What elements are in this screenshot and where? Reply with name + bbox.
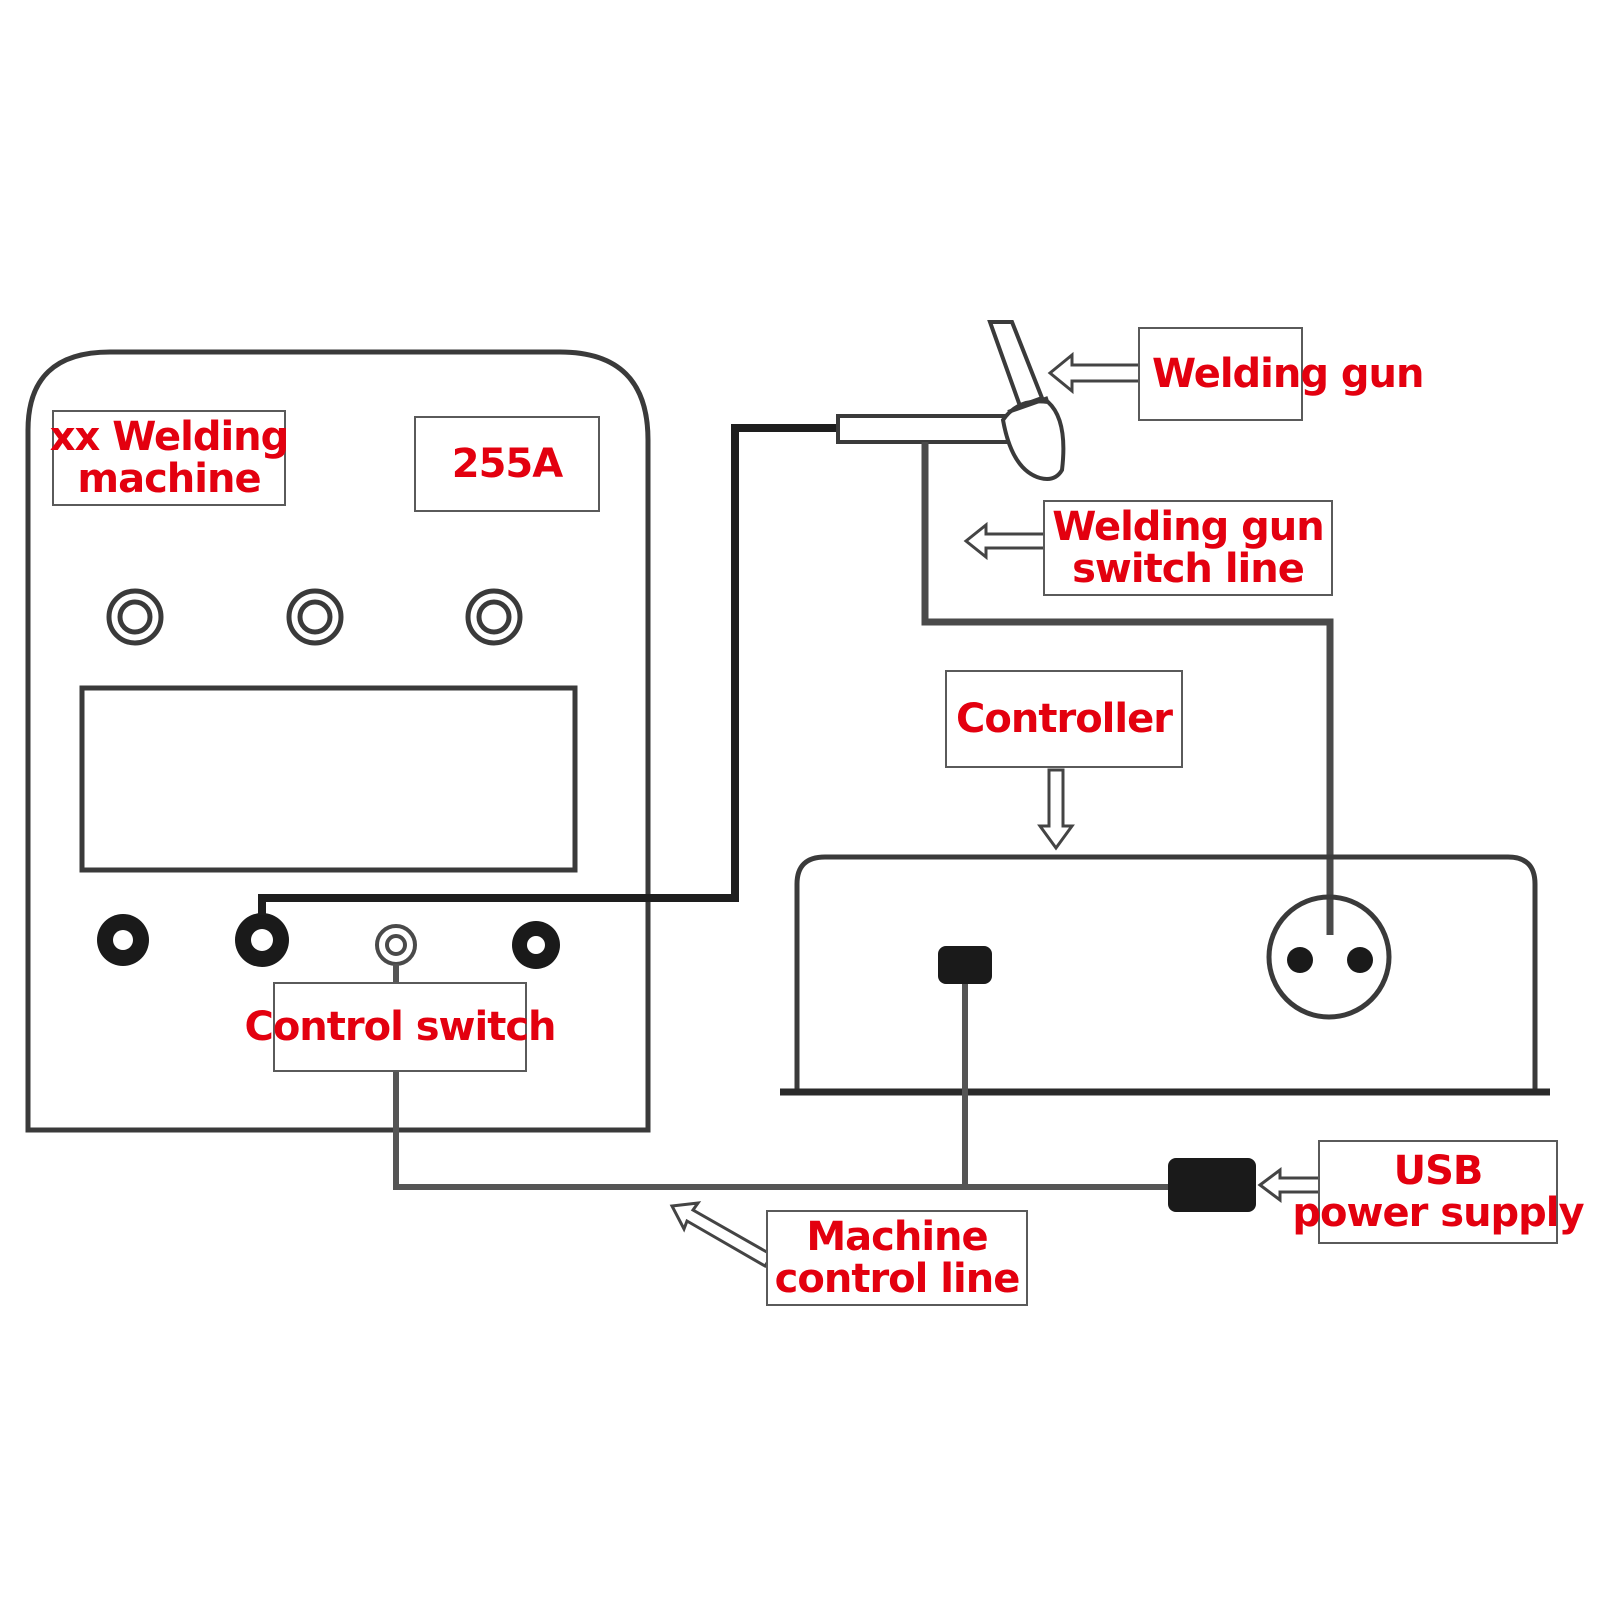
welding-gun-switch-line-label-line2: switch line [1072, 546, 1305, 592]
machine-knob [106, 588, 164, 646]
machine-front-panel [79, 685, 578, 873]
controller-round-socket [1266, 894, 1392, 1020]
welding-machine-body [25, 349, 651, 1133]
machine-knob [465, 588, 523, 646]
gun-terminal [235, 913, 289, 967]
control-switch-label: Control switch [244, 982, 557, 1072]
current-display-value: 255A [451, 441, 563, 487]
output-terminal [97, 914, 149, 966]
usb-power-supply-label-line1: USB [1393, 1148, 1484, 1194]
machine-control-line-label-line1: Machine [806, 1214, 988, 1260]
current-display: 255A [414, 416, 600, 512]
machine-knob [286, 588, 344, 646]
welding-gun-drawing [836, 320, 1066, 481]
controller-label: Controller [945, 670, 1183, 768]
machine-control-line-label: Machine control line [766, 1210, 1028, 1306]
welding-gun-label: Welding gun [1138, 327, 1424, 421]
control-socket [375, 924, 417, 966]
welding-gun-switch-line-label-line1: Welding gun [1052, 504, 1324, 550]
arrow-to-controller [1037, 768, 1075, 851]
welding-machine-title-line1: xx Welding [49, 414, 290, 460]
usb-power-supply-label: USB power supply [1292, 1140, 1585, 1244]
usb-power-supply-label-line2: power supply [1292, 1190, 1584, 1236]
arrow-to-switch-line [963, 521, 1047, 561]
welding-machine-title-line2: machine [77, 456, 261, 502]
gun-cable [258, 424, 838, 915]
controller-connector [938, 946, 992, 984]
machine-control-line-label-line2: control line [774, 1256, 1021, 1302]
welding-gun-label-text: Welding gun [1152, 351, 1424, 397]
usb-plug [1168, 1158, 1256, 1212]
control-switch-label-text: Control switch [244, 1004, 556, 1050]
welding-gun-switch-line-label: Welding gun switch line [1043, 500, 1333, 596]
controller-label-text: Controller [956, 696, 1173, 742]
output-terminal [512, 921, 560, 969]
welding-machine-title: xx Welding machine [49, 410, 290, 506]
arrow-to-machine-control-line [669, 1201, 775, 1269]
welding-gun-switch-line [921, 442, 1334, 935]
controller-box [794, 854, 1538, 1090]
arrow-to-welding-gun [1047, 351, 1142, 395]
